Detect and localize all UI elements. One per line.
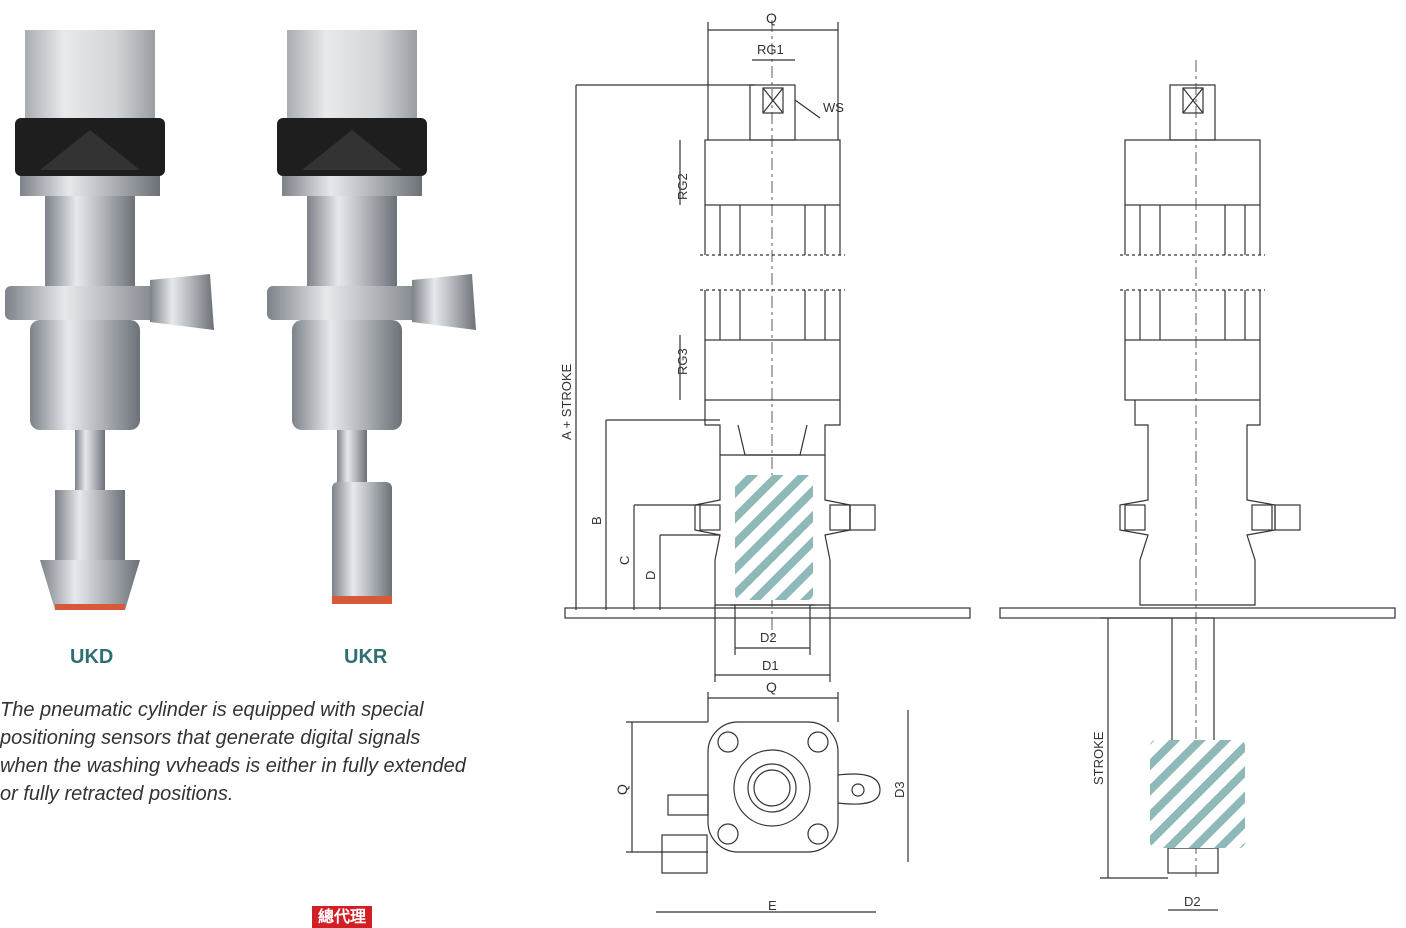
dim-d1: D1 [762,658,779,673]
dim-q-plan-top: Q [766,679,777,695]
dim-e: E [768,898,777,913]
dim-q-plan-left: Q [614,784,630,795]
dim-stroke: STROKE [1091,731,1106,785]
dim-b: B [589,516,604,525]
dim-c: C [617,556,632,565]
dim-rg3: RG3 [675,348,690,375]
distributor-badge: 總代理 [312,906,373,928]
ukr-photo [267,30,476,604]
dim-d2-right: D2 [1184,894,1201,909]
dim-a-stroke: A + STROKE [560,363,574,440]
ukd-label: UKD [70,646,114,668]
ukr-label: UKR [344,646,388,668]
dim-rg1: RG1 [757,42,784,57]
hatched-head-retracted [735,475,813,600]
dim-q-top: Q [766,10,777,26]
dim-d3: D3 [892,781,907,798]
dim-ws: WS [823,100,844,115]
hatched-head-extended [1150,740,1245,848]
ukd-photo [5,30,214,610]
dim-d2: D2 [760,630,777,645]
technical-drawing: Q RG1 WS RG2 RG3 A + STROKE B C D D2 D1 … [560,10,1396,913]
dim-d: D [643,571,658,580]
dim-rg2: RG2 [675,173,690,200]
product-description: The pneumatic cylinder is equipped with … [0,699,466,805]
